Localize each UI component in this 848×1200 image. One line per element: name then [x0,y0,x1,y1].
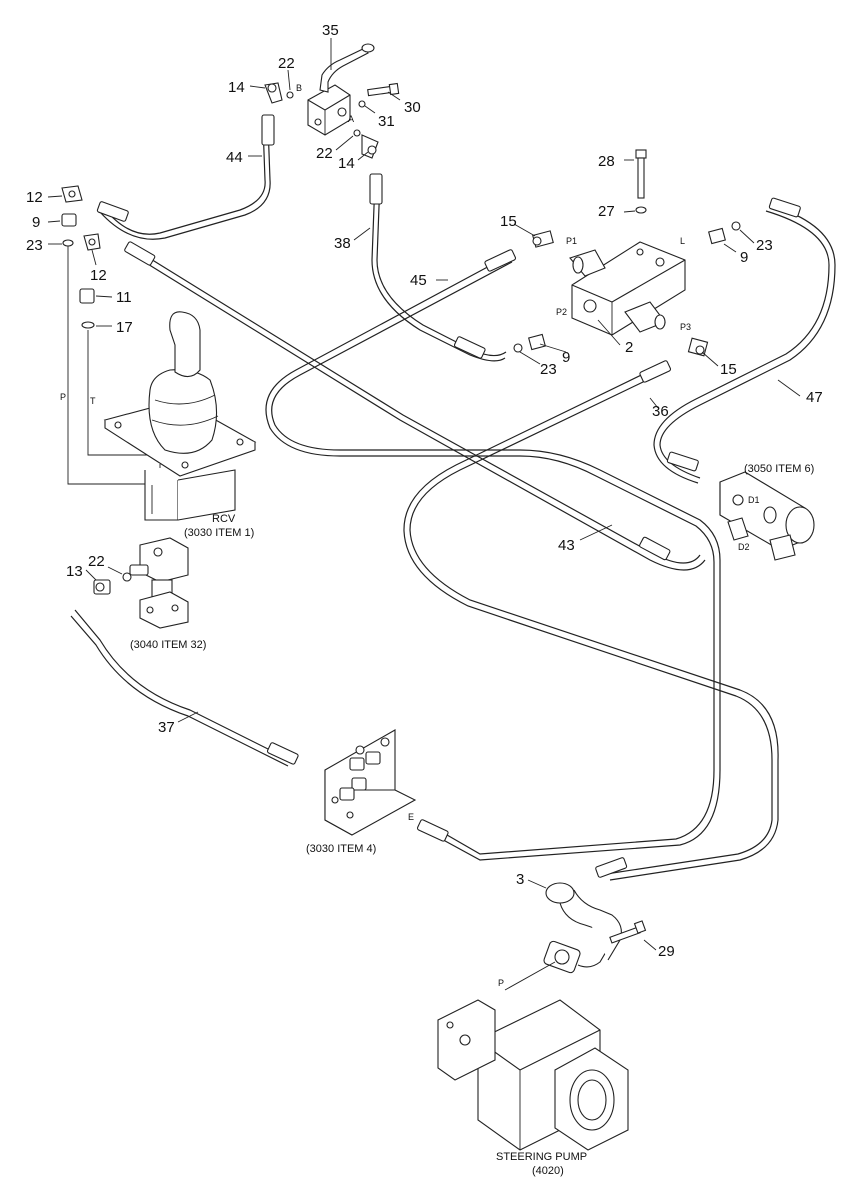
callout-23: 23 [26,237,43,254]
callout-labels: 35 22 14 30 31 22 14 44 12 9 23 12 11 17… [26,22,823,960]
elbow-fitting-12-top [61,185,83,203]
hose-47 [659,204,836,479]
port-label-p: P [60,392,66,402]
port-label-p2: P2 [556,307,567,317]
tee-fitting-15-p1 [532,230,554,248]
hose-36 [409,369,779,881]
callout-22: 22 [316,145,333,162]
port-label-b: B [296,83,302,93]
bolt-30 [367,82,400,97]
o-ring-23-l [731,221,741,231]
callout-27: 27 [598,203,615,220]
callout-44: 44 [226,149,243,166]
callout-13: 13 [66,563,83,580]
port-label-d1: D1 [748,495,760,505]
hose-38 [371,179,506,362]
port-label-p3: P3 [680,322,691,332]
hose-43 [129,252,706,571]
steering-unit [719,471,815,561]
callout-47: 47 [806,389,823,406]
o-ring-17 [81,321,95,329]
bracket-plate [324,729,417,836]
rcv-title: RCV [212,513,236,525]
port-label-t: T [90,396,96,406]
o-ring-22-valve [122,572,132,582]
port-label-p-pump: P [498,978,504,988]
callout-43: 43 [558,537,575,554]
rcv-reference: (3030 ITEM 1) [184,527,254,539]
pump-elbow-3 [543,882,622,974]
washer-27 [635,206,647,214]
component-captions: RCV (3030 ITEM 1) (3040 ITEM 32) (3050 I… [130,463,814,1177]
steering-pump-reference: (4020) [532,1165,564,1177]
callout-22: 22 [278,55,295,72]
elbow-fitting-12-mid [83,233,101,251]
callout-28: 28 [598,153,615,170]
bracket-reference: (3030 ITEM 4) [306,843,376,855]
callout-36: 36 [652,403,669,420]
adapter-9-l [708,227,726,245]
elbow-fitting-14-bottom [361,134,379,159]
callout-31: 31 [378,113,395,130]
pilot-valve-reference: (3040 ITEM 32) [130,639,206,651]
adapter-9-left [61,213,77,227]
callout-12: 12 [90,267,107,284]
leader-lines [47,38,801,951]
hose-ferrules [96,114,801,878]
pilot-valve-32 [129,537,189,629]
callout-23: 23 [540,361,557,378]
selector-valve [307,43,375,136]
port-label-l: L [680,236,685,246]
hose-37 [74,609,291,761]
rcv-joystick [103,311,257,521]
callout-37: 37 [158,719,175,736]
steering-unit-reference: (3050 ITEM 6) [744,463,814,475]
adapter-11 [79,288,95,304]
washer-31 [358,100,366,108]
callout-15: 15 [500,213,517,230]
callout-22: 22 [88,553,105,570]
callout-38: 38 [334,235,351,252]
plug-13 [93,579,111,595]
steering-pump [437,999,629,1151]
callout-14: 14 [338,155,355,172]
callout-11: 11 [116,289,132,306]
callout-12: 12 [26,189,43,206]
port-label-p1: P1 [566,236,577,246]
bolt-28 [635,149,647,199]
callout-29: 29 [658,943,675,960]
callout-30: 30 [404,99,421,116]
callout-3: 3 [516,871,524,888]
callout-15: 15 [720,361,737,378]
callout-2: 2 [625,339,633,356]
tee-fitting-15-p3 [687,337,709,357]
hose-45 [271,261,721,861]
callout-9: 9 [740,249,748,266]
callout-23: 23 [756,237,773,254]
callout-45: 45 [410,272,427,289]
callout-17: 17 [116,319,133,336]
callout-35: 35 [322,22,339,39]
port-lines-rcv [67,246,160,485]
o-ring-22-top [286,91,294,99]
port-label-a: A [348,114,354,124]
bolt-29 [609,920,647,944]
steering-pump-title: STEERING PUMP [496,1151,587,1163]
hose-44 [99,124,271,240]
o-ring-23-left [62,239,74,247]
elbow-fitting-14-top [264,82,283,104]
port-label-e: E [408,812,414,822]
adapter-9-p2 [528,333,546,351]
callout-9: 9 [32,214,40,231]
port-label-d2: D2 [738,542,750,552]
callout-14: 14 [228,79,245,96]
callout-9: 9 [562,349,570,366]
o-ring-23-p2 [513,343,523,353]
o-ring-22-bottom [353,129,361,137]
valve-block-2 [569,241,686,336]
port-labels: B A P1 P2 P3 L P T D1 D2 E P [60,83,760,988]
